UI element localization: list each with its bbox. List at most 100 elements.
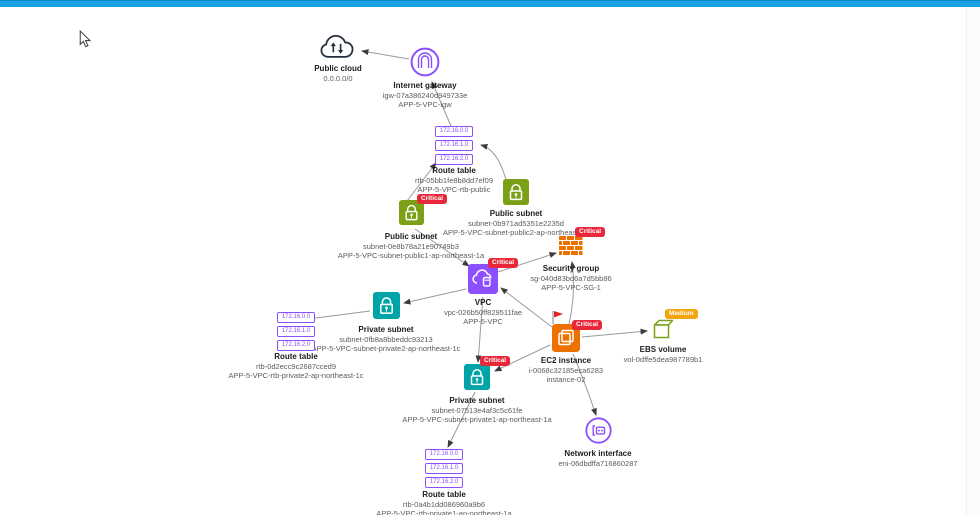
node-id: i-0068c32185eca6283 [528,366,604,375]
route-cidr-chip: 172.16.2.0 [277,340,315,351]
edge-ec2-to-ebs [581,328,648,338]
node-ec2-instance[interactable]: Critical EC2 instance i-0068c32185eca628… [436,311,696,385]
route-table-chips[interactable]: 172.16.0.0 172.16.1.0 172.16.2.0 [277,312,315,351]
edge-rtbpublic-to-igw [431,81,452,127]
medium-badge: Medium [665,309,698,319]
node-name: APP-5-VPC-igw [398,100,452,110]
red-flag-icon [551,310,564,330]
top-accent-bar [0,0,980,7]
edge-ec2-to-vpc [500,287,553,328]
subnet-lock-icon [372,292,400,319]
node-title: Route table [432,166,476,175]
node-internet-gateway[interactable]: Internet gateway igw-07a386240d949733e A… [295,47,555,110]
node-title: EBS volume [639,345,687,354]
node-title: EC2 instance [540,356,592,365]
edge-publicsubnet2-to-rtbpublic [480,143,507,181]
route-cidr-chip: 172.16.2.0 [425,477,463,488]
route-cidr-chip: 172.16.1.0 [435,140,473,151]
edge-ec2-to-securitygroup [568,261,576,325]
node-vpc[interactable]: Critical VPC vpc-026b50ff829511fae APP-5… [353,258,613,327]
route-cidr-chip: 172.16.0.0 [425,449,463,460]
mouse-cursor [78,29,92,53]
node-private-subnet-1[interactable]: Critical Private subnet subnet-07513e4af… [347,356,607,425]
node-id: eni-06dbdffa716860287 [558,459,638,468]
edge-privatesubnet1-to-rtbprivate1 [447,391,476,448]
edge-privatesubnet2-to-rtbprivate2 [307,310,371,322]
subnet-lock-icon [398,200,424,225]
canvas-right-edge [966,7,980,515]
edge-publicsubnet1-to-rtbpublic [406,162,437,202]
firewall-brick-icon [559,236,583,257]
node-id: vpc-026b50ff829511fae [443,308,523,317]
node-title: Network interface [564,449,632,458]
node-route-table-public[interactable]: 172.16.0.0 172.16.1.0 172.16.2.0 Route t… [324,126,584,195]
route-cidr-chip: 172.16.1.0 [277,326,315,337]
node-private-subnet-2[interactable]: Private subnet subnet-0fb8a8bbeddc93213 … [256,292,516,354]
route-table-chips[interactable]: 172.16.0.0 172.16.1.0 172.16.2.0 [435,126,473,165]
node-id: sg-040d83bd6a7d5bb86 [530,274,612,283]
node-name: APP-5-VPC-rtb-private2-ap-northeast-1c [228,371,364,381]
node-title: VPC [474,298,492,307]
node-public-cloud[interactable]: Public cloud 0.0.0.0/0 [208,33,468,83]
edge-publicsubnet1-to-vpc [414,228,470,267]
volume-icon [651,317,675,340]
critical-badge: Critical [480,356,511,366]
node-id: igw-07a386240d949733e [382,91,468,100]
node-id: vol-0dffe5dea987789b1 [623,355,703,364]
node-ebs-volume[interactable]: Medium EBS volume vol-0dffe5dea987789b1 [533,309,793,364]
edge-ec2-to-privatesubnet1 [494,344,551,372]
node-title: Private subnet [449,396,505,405]
critical-badge: Critical [488,258,519,268]
route-table-chips[interactable]: 172.16.0.0 172.16.1.0 172.16.2.0 [425,449,463,488]
node-id: subnet-07513e4af3c5c61fe [431,406,523,415]
node-name: APP-5-VPC-subnet-public1-ap-northeast-1a [337,251,485,261]
node-route-table-private-1[interactable]: 172.16.0.0 172.16.1.0 172.16.2.0 Route t… [314,449,574,515]
route-cidr-chip: 172.16.0.0 [277,312,315,323]
route-cidr-chip: 172.16.2.0 [435,154,473,165]
node-id: rtb-0d2ecc9c2687cced9 [255,362,337,371]
node-title: Route table [422,490,466,499]
internet-gateway-icon [410,47,440,77]
node-cidr: 0.0.0.0/0 [323,74,353,83]
node-id: rtb-0a4b1dd086960a9b6 [402,500,486,509]
node-name: APP-5-VPC [463,317,503,327]
critical-badge: Critical [575,227,606,237]
critical-badge: Critical [417,194,448,204]
node-title: Public subnet [489,209,543,218]
subnet-lock-icon [464,364,490,390]
node-name: APP-5-VPC-subnet-private1-ap-northeast-1… [402,415,552,425]
critical-badge: Critical [572,320,603,330]
edge-ec2-to-eni [572,353,597,416]
route-cidr-chip: 172.16.0.0 [435,126,473,137]
cloud-icon [319,33,357,60]
node-name: APP-5-VPC-SG-1 [541,283,601,293]
node-network-interface[interactable]: Network interface eni-06dbdffa716860287 [468,417,728,468]
node-title: Route table [274,352,318,361]
node-name: APP-5-VPC-subnet-private2-ap-northeast-1… [311,344,461,354]
subnet-lock-icon [503,179,529,205]
node-public-subnet-2[interactable]: Public subnet subnet-0b971ad5351e2235d A… [386,179,646,238]
vpc-icon [468,264,498,294]
node-id: subnet-0b971ad5351e2235d [468,219,564,228]
node-title: Public cloud [314,64,362,73]
edge-vpc-to-securitygroup [497,252,557,273]
node-name: APP-5-VPC-rtb-public [417,185,491,195]
node-public-subnet-1[interactable]: Critical Public subnet subnet-0e8b78a21e… [281,194,541,261]
node-title: Private subnet [358,325,414,334]
node-name: APP-5-VPC-rtb-private1-ap-northeast-1a [376,509,512,515]
node-id: rtb-05bb1fe8b8dd7ef09 [415,176,493,185]
node-title: Public subnet [384,232,438,241]
node-name: instance-02 [546,375,586,385]
edge-igw-to-cloud [361,49,410,60]
node-name: APP-5-VPC-subnet-public2-ap-northeast-1c [443,228,589,238]
network-interface-icon [584,417,612,444]
node-id: subnet-0fb8a8bbeddc93213 [339,335,433,344]
edge-vpc-to-privatesubnet2 [403,288,467,305]
ec2-icon [552,324,580,352]
node-route-table-private-2[interactable]: 172.16.0.0 172.16.1.0 172.16.2.0 Route t… [166,312,426,381]
route-cidr-chip: 172.16.1.0 [425,463,463,474]
node-id: subnet-0e8b78a21e90749b3 [363,242,459,251]
node-title: Internet gateway [393,81,457,90]
